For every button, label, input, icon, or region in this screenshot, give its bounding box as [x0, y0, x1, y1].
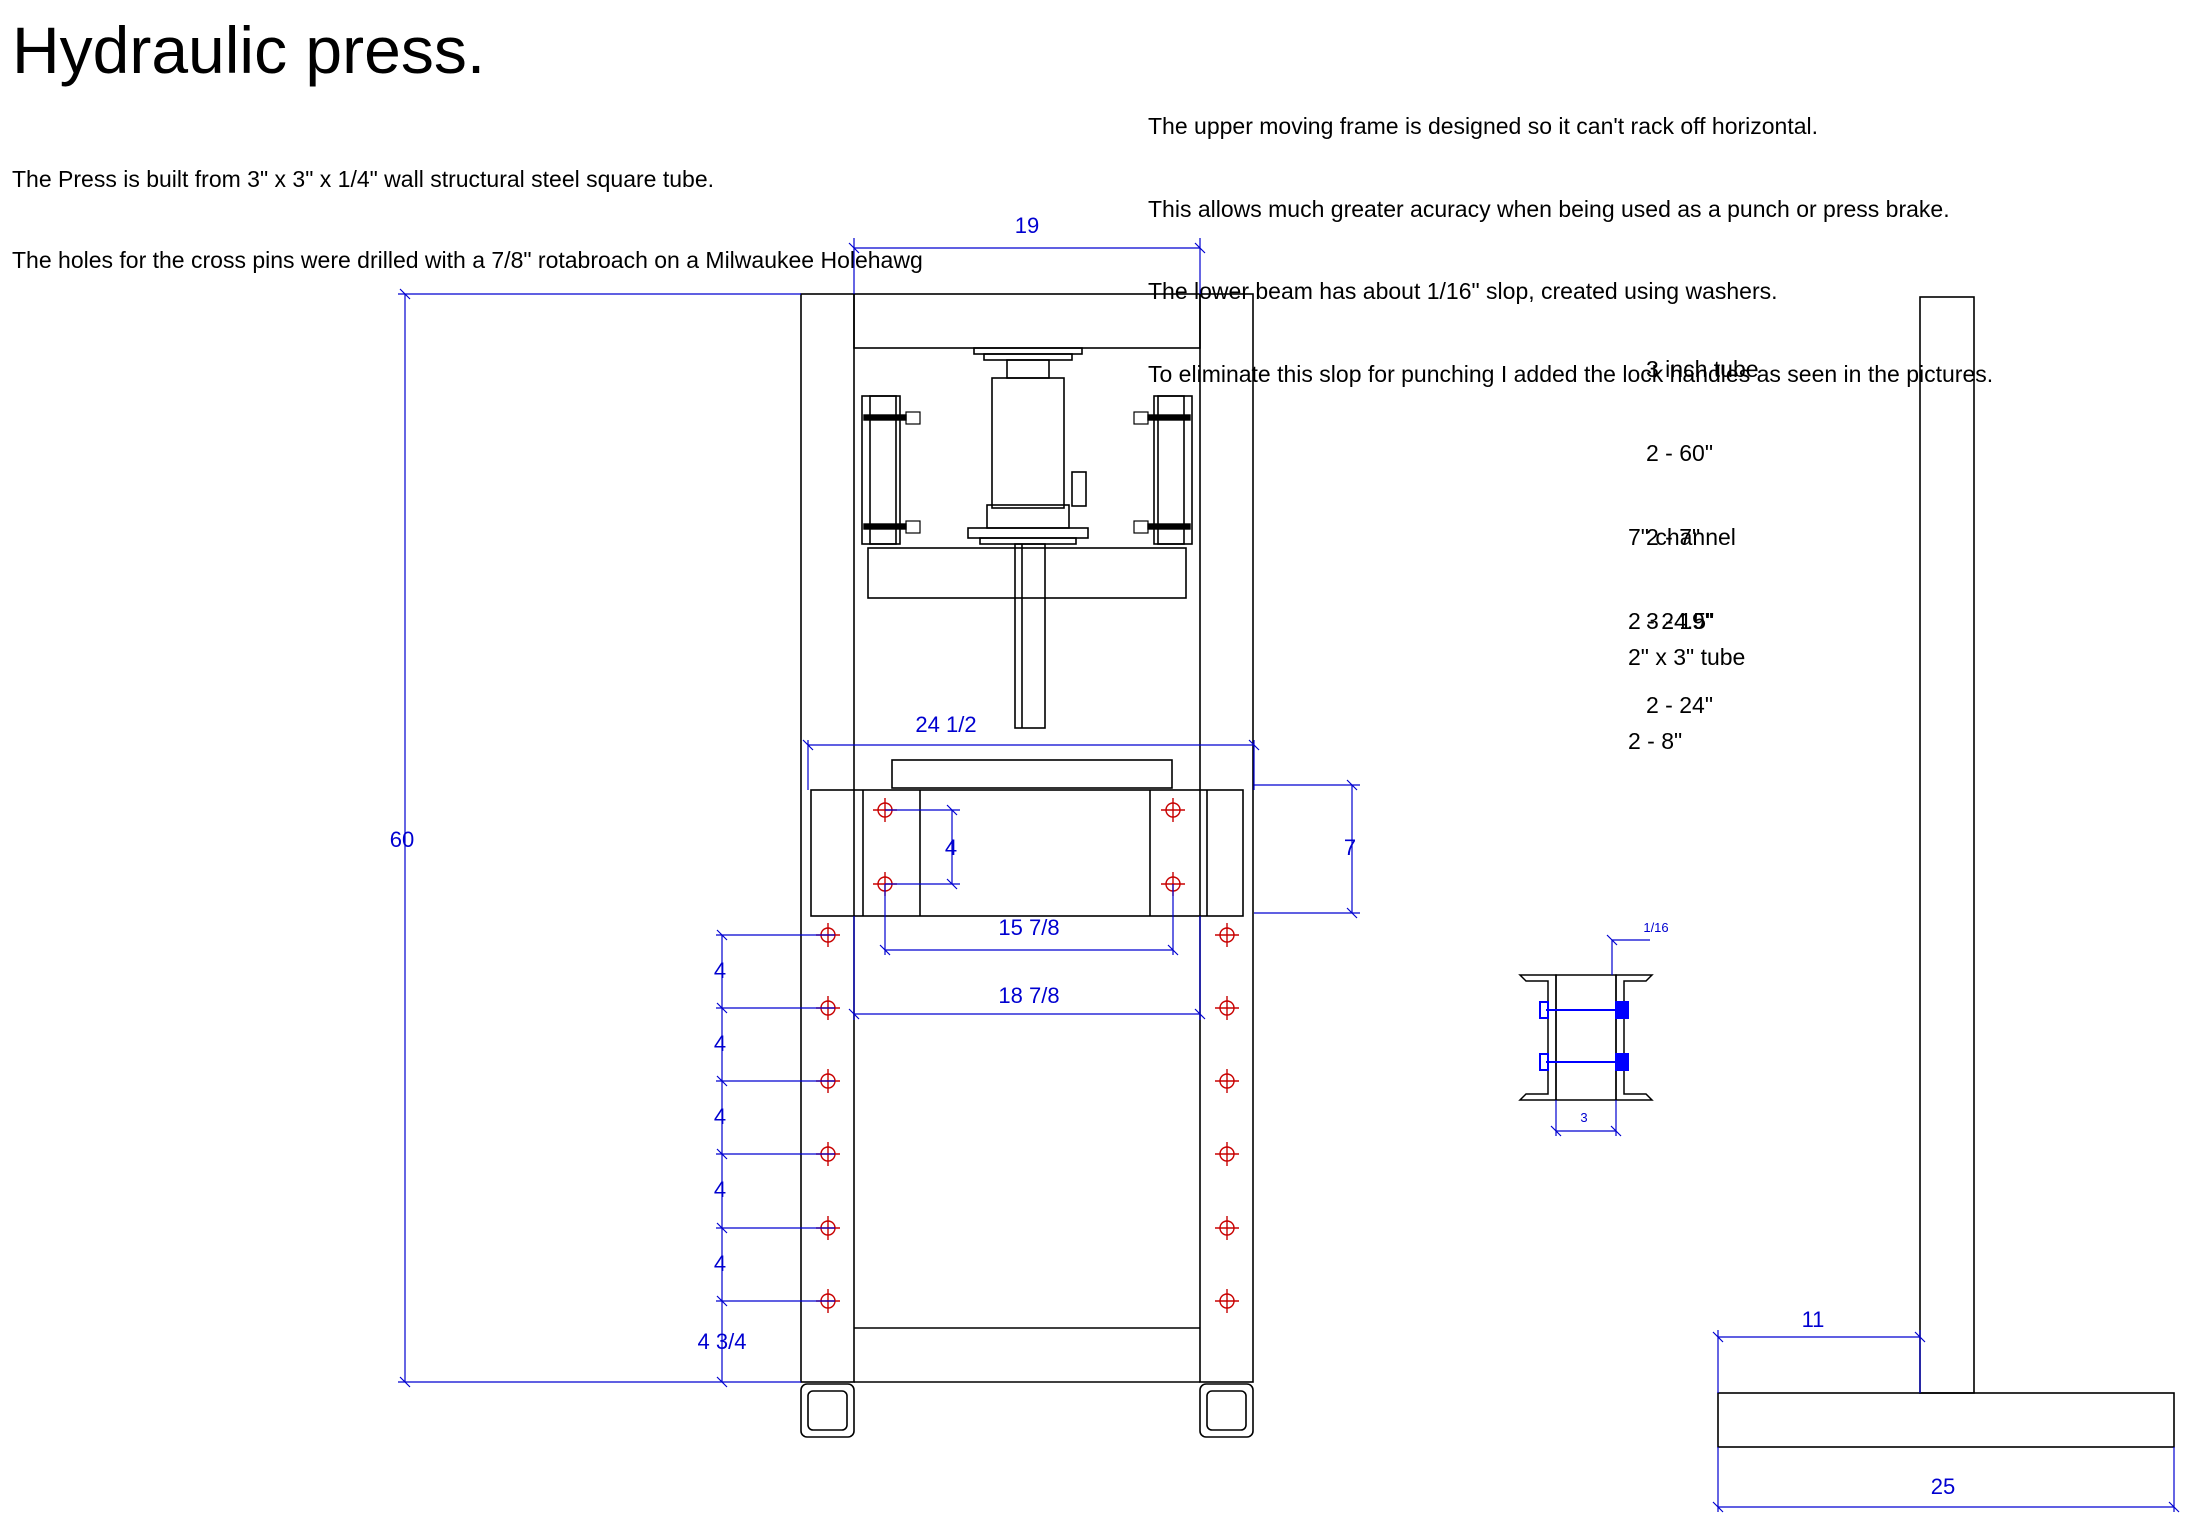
note-line-1: The upper moving frame is designed so it…: [1148, 113, 1819, 139]
dimension-lines: [398, 238, 2175, 1512]
moving-frame-beam: [867, 547, 1187, 599]
dim-foot-offset: 11: [1801, 1307, 1825, 1332]
press-frame-front-view: [800, 293, 2175, 1448]
work-plate: [891, 759, 1173, 789]
side-view-foot: [1717, 1392, 2175, 1448]
design-notes: The upper moving frame is designed so it…: [1148, 58, 1993, 416]
clamp-bar: [1147, 414, 1191, 421]
left-foot-tube: [800, 1383, 855, 1438]
left-channel: [1518, 974, 1557, 1101]
clamp-bar: [863, 523, 907, 530]
pin-hole: [1215, 1142, 1239, 1166]
intro-line-material: The Press is built from 3" x 3" x 1/4" w…: [12, 166, 715, 192]
clamp-bar: [1147, 523, 1191, 530]
pin-hole: [1215, 923, 1239, 947]
intro-line-holes: The holes for the cross pins were drille…: [12, 247, 923, 273]
jack-top-plate: [973, 347, 1083, 355]
clamp-nut: [1133, 411, 1149, 425]
note-line-4: To eliminate this slop for punching I ad…: [1148, 360, 1994, 387]
clamp-nut: [905, 520, 921, 534]
hydraulic-jack-body: [991, 377, 1065, 509]
parts-heading: 7" channel: [1628, 524, 1736, 550]
note-line-2: This allows much greater acuracy when be…: [1148, 195, 1950, 222]
left-post: [800, 293, 855, 1383]
dim-beam-width: 24 1/2: [915, 712, 977, 737]
dim-hole-spacing-1: 4: [713, 958, 727, 983]
center-tube: [1555, 974, 1617, 1101]
right-post: [1199, 293, 1254, 1383]
dim-hole-spacing-2: 4: [713, 1031, 727, 1056]
dim-beam-height: 7: [1343, 835, 1357, 860]
clamp-nuts: [905, 411, 1149, 534]
channel-bolts: [1539, 1001, 1629, 1071]
lower-beam: [810, 789, 1244, 917]
dim-channel-gap: 3: [1580, 1110, 1588, 1125]
right-channel: [1615, 974, 1654, 1101]
jack-ram-top: [1006, 359, 1050, 379]
dim-hole-vertical: 4: [944, 835, 958, 860]
jack-pump-handle-socket: [1071, 471, 1087, 507]
bolt-head: [1539, 1001, 1549, 1019]
intro-notes: The Press is built from 3" x 3" x 1/4" w…: [12, 112, 923, 301]
dim-hole-spacing-4: 4: [713, 1177, 727, 1202]
pin-hole: [1215, 1216, 1239, 1240]
note-line-3: The lower beam has about 1/16" slop, cre…: [1148, 278, 1778, 304]
pin-hole: [1215, 1289, 1239, 1313]
parts-list-2x3-tube: 2" x 3" tube 2 - 8": [1628, 587, 1745, 783]
parts-item: 2 - 60": [1646, 440, 1713, 466]
dimension-ticks: [399, 242, 2180, 1513]
parts-item: 2 - 24": [1646, 692, 1713, 718]
jack-mount-plate: [979, 537, 1077, 545]
bolt-head: [1539, 1053, 1549, 1071]
parts-item: 3 - 19": [1646, 608, 1713, 634]
jack-top-plate: [983, 353, 1073, 361]
dim-foot-length: 25: [1930, 1474, 1956, 1499]
press-ram: [1014, 543, 1046, 729]
left-guide-inner: [869, 395, 897, 545]
pin-holes: [816, 798, 1239, 1313]
parts-item: 2 - 24.5": [1628, 608, 1715, 634]
dim-hole-spacing-5: 4: [713, 1251, 727, 1276]
dim-height: 60: [389, 827, 415, 852]
left-foot-tube-inner: [807, 1390, 848, 1431]
clamp-nut: [905, 411, 921, 425]
parts-heading: 2" x 3" tube: [1628, 644, 1746, 670]
right-foot-tube: [1199, 1383, 1254, 1438]
side-view-post: [1919, 296, 1975, 1394]
parts-heading: 3 inch tube: [1646, 356, 1759, 382]
pin-hole: [1215, 996, 1239, 1020]
parts-item: 2 - 7": [1646, 524, 1701, 550]
pin-hole: [1161, 798, 1185, 822]
parts-list-3in-tube: 3 inch tube 2 - 60" 2 - 7" 3 - 19" 2 - 2…: [1646, 299, 1759, 747]
dim-top-width: 19: [1014, 213, 1040, 238]
dim-inner-width: 18 7/8: [998, 983, 1060, 1008]
clamp-nut: [1133, 520, 1149, 534]
clamp-bar: [863, 414, 907, 421]
pin-hole: [1215, 1069, 1239, 1093]
page-title: Hydraulic press.: [12, 13, 486, 87]
top-beam: [853, 293, 1201, 349]
jack-mount-plate: [967, 527, 1089, 539]
parts-list-channel: 7" channel 2 - 24.5": [1628, 467, 1736, 663]
parts-item: 2 - 8": [1628, 728, 1683, 754]
guide-clamps: [863, 414, 1191, 530]
dim-slop: 1/16: [1643, 920, 1669, 935]
right-guide-inner: [1157, 395, 1185, 545]
bolt-nut: [1615, 1053, 1629, 1071]
bolt-nut: [1615, 1001, 1629, 1019]
channel-cross-section: [1518, 974, 1654, 1101]
dim-bottom-offset: 4 3/4: [697, 1329, 747, 1354]
right-foot-tube-inner: [1206, 1390, 1247, 1431]
dim-hole-spacing-3: 4: [713, 1104, 727, 1129]
dim-hole-span: 15 7/8: [998, 915, 1060, 940]
